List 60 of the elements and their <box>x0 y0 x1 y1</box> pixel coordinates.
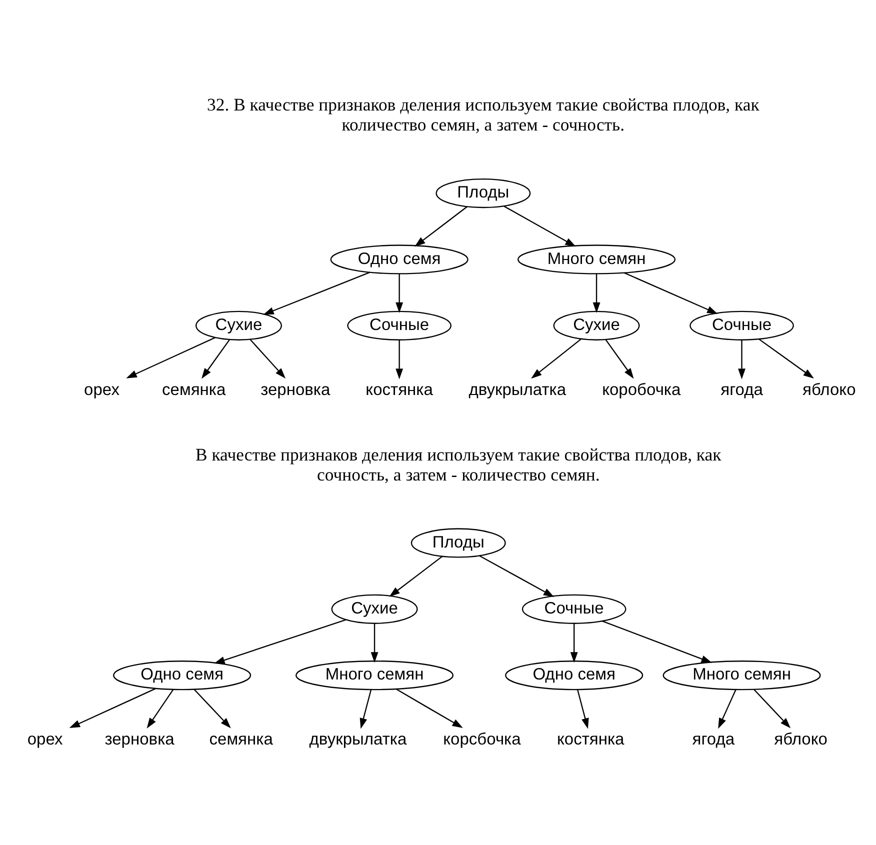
node-text: двукрылатка <box>468 380 566 399</box>
arrow <box>754 689 791 728</box>
arrow <box>389 556 443 597</box>
label: 32. В качестве признаков деления используем такие свойства плодов, как количество семян, а затем - сочность. <box>207 94 760 135</box>
arrow <box>592 274 600 314</box>
arrow <box>738 340 746 380</box>
arrow <box>194 689 231 728</box>
arrow <box>396 274 404 314</box>
arrow <box>718 690 736 729</box>
node-text: корсбочка <box>443 730 521 749</box>
arrow <box>214 619 346 664</box>
node-ellipse: Одно семя <box>113 660 252 690</box>
node-text: зерновка <box>260 380 330 399</box>
node-ellipse: Сухие <box>196 310 282 340</box>
node-ellipse: Одно семя <box>330 244 468 274</box>
node-text: орех <box>84 380 120 399</box>
node-ellipse: Много семян <box>295 660 454 690</box>
arrow <box>624 272 718 314</box>
node-text: семянка <box>162 380 226 399</box>
node-ellipse: Сочные <box>690 310 794 340</box>
node-text: двукрылатка <box>309 730 407 749</box>
node-text: яблоко <box>774 730 828 749</box>
arrow <box>531 338 582 379</box>
arrow <box>479 555 554 597</box>
label: В качестве признаков деления используем такие свойства плодов, как сочность, а затем - количество семян. <box>195 444 722 484</box>
arrow <box>396 688 463 728</box>
arrow <box>250 339 286 379</box>
arrow <box>370 624 378 663</box>
node-ellipse: Сочные <box>347 310 452 340</box>
node-ellipse: Плоды <box>436 178 531 208</box>
node-ellipse: Плоды <box>410 528 506 558</box>
arrow <box>69 688 156 728</box>
node-ellipse: Много семян <box>662 660 821 690</box>
arrow <box>577 690 589 729</box>
node-ellipse: Сухие <box>331 594 418 624</box>
arrow <box>414 206 468 247</box>
arrow <box>396 340 404 380</box>
node-text: костянка <box>366 380 433 399</box>
node-text: яблоко <box>802 380 856 399</box>
node-text: зерновка <box>104 730 174 749</box>
node-text: ягода <box>692 730 735 749</box>
arrow <box>360 690 372 729</box>
node-text: орех <box>27 730 63 749</box>
node-ellipse: Одно семя <box>505 660 644 690</box>
arrow <box>605 339 634 379</box>
arrow <box>570 624 578 663</box>
node-ellipse: Сочные <box>522 594 626 624</box>
arrow <box>758 338 814 379</box>
node-text: семянка <box>209 730 273 749</box>
node-ellipse: Сухие <box>553 310 640 340</box>
arrow <box>126 337 216 378</box>
node-text: коробочка <box>602 380 681 399</box>
arrow <box>263 272 370 315</box>
arrow <box>602 620 712 663</box>
node-text: костянка <box>556 730 624 749</box>
node-text: ягода <box>720 380 763 399</box>
arrow <box>146 689 174 728</box>
arrow <box>202 339 230 379</box>
arrow <box>504 206 576 247</box>
node-ellipse: Много семян <box>517 244 676 274</box>
